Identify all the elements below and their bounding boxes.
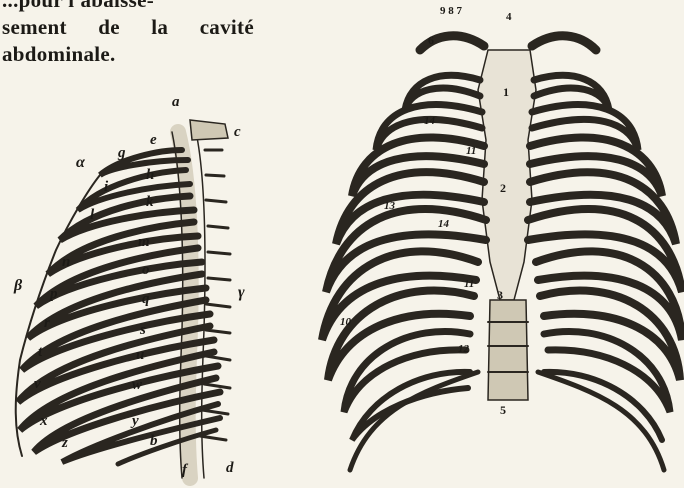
label-3: 3 — [497, 288, 503, 302]
label-6: 6 — [428, 33, 434, 47]
label-11-upper: 11 — [466, 145, 476, 157]
label-4: 4 — [506, 11, 512, 23]
label-13: 13 — [384, 200, 396, 212]
label-2: 2 — [500, 181, 506, 195]
label-11-lower: 11 — [464, 278, 474, 290]
label-14-lower: 14 — [438, 218, 450, 230]
label-1: 1 — [503, 85, 509, 99]
label-10: 10 — [340, 316, 352, 328]
label-5: 5 — [500, 403, 506, 417]
label-987: 9 8 7 — [440, 5, 463, 17]
lumbar-vertebrae — [488, 300, 528, 400]
label-12: 12 — [458, 343, 470, 355]
label-14-upper: 14 — [424, 115, 436, 127]
costal-arch-right — [538, 372, 664, 470]
clavicle-right — [532, 36, 596, 50]
